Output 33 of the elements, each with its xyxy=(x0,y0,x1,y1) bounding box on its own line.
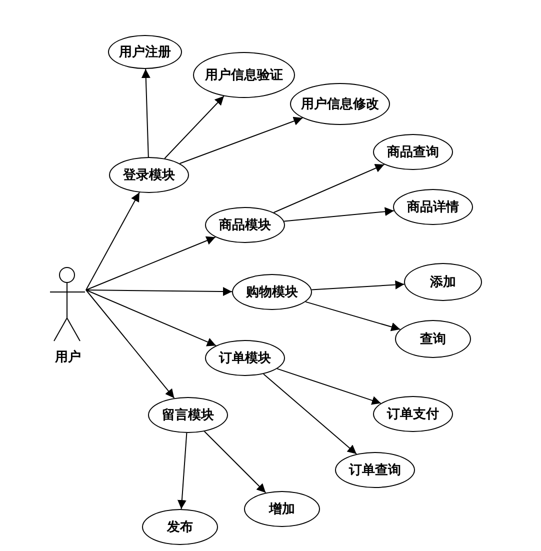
arrow xyxy=(305,301,401,332)
use-case-ellipse: 订单支付 xyxy=(373,396,453,432)
use-case-ellipse: 登录模块 xyxy=(109,157,189,193)
arrow xyxy=(86,290,216,346)
arrow xyxy=(204,430,266,494)
use-case-ellipse: 商品模块 xyxy=(205,207,285,243)
use-case-ellipse: 用户信息验证 xyxy=(193,52,295,98)
arrow xyxy=(164,96,224,159)
use-case-ellipse: 商品详情 xyxy=(393,189,473,225)
actor-label: 用户 xyxy=(54,348,82,366)
arrow xyxy=(86,236,216,290)
arrow xyxy=(263,374,357,454)
use-case-ellipse: 订单查询 xyxy=(335,452,415,488)
use-case-ellipse: 用户信息修改 xyxy=(290,83,390,125)
arrow xyxy=(86,287,232,296)
use-case-ellipse: 商品查询 xyxy=(373,134,453,170)
arrow xyxy=(86,290,175,399)
use-case-ellipse: 用户注册 xyxy=(108,35,182,69)
use-case-ellipse: 发布 xyxy=(142,509,218,545)
use-case-ellipse: 添加 xyxy=(404,263,482,301)
use-case-ellipse: 留言模块 xyxy=(148,397,228,433)
arrow xyxy=(141,68,150,158)
use-case-ellipse: 购物模块 xyxy=(232,274,312,310)
arrow xyxy=(276,368,382,405)
use-case-ellipse: 查询 xyxy=(395,320,471,358)
arrow xyxy=(273,164,385,213)
arrow xyxy=(284,207,394,222)
use-case-ellipse: 增加 xyxy=(244,491,320,527)
arrow xyxy=(86,192,140,290)
use-case-ellipse: 订单模块 xyxy=(205,340,285,376)
arrow xyxy=(177,432,188,510)
arrow xyxy=(311,280,405,290)
arrow xyxy=(179,116,304,164)
